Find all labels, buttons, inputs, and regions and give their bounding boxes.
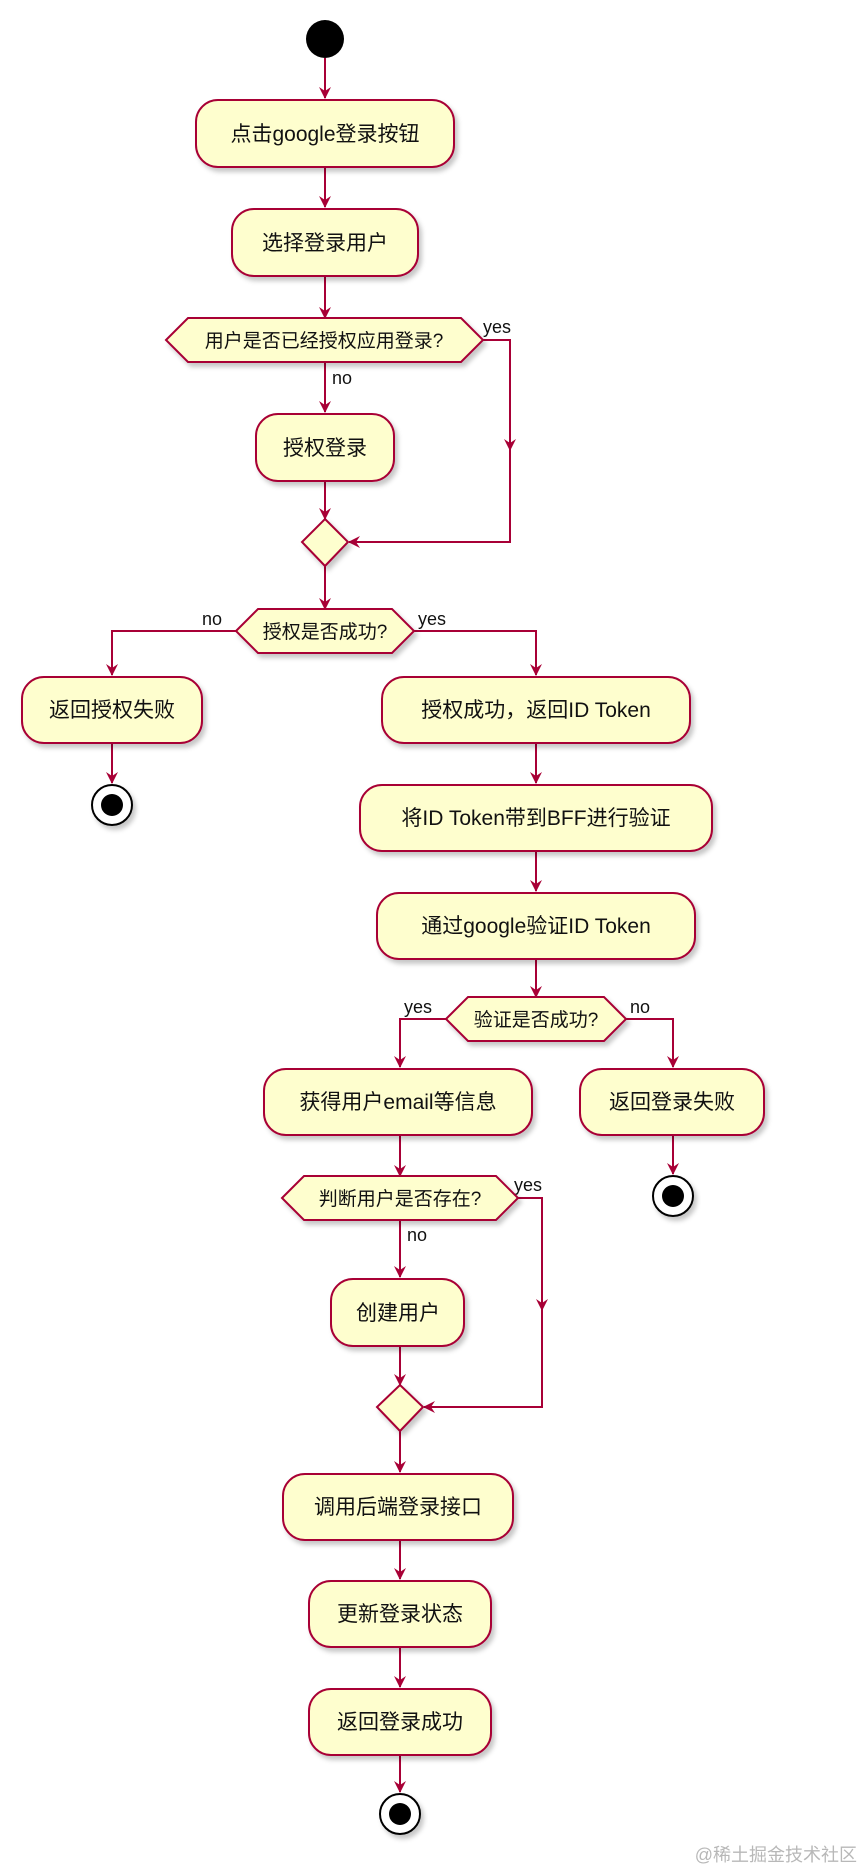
svg-text:点击google登录按钮: 点击google登录按钮 [230,123,419,146]
action-auth-success: 授权成功，返回ID Token [381,676,691,744]
svg-text:更新登录状态: 更新登录状态 [337,1603,463,1626]
label-decision3-no: no [630,997,650,1017]
svg-text:验证是否成功?: 验证是否成功? [474,1009,599,1031]
start-node [306,20,344,58]
edge-decision2-yes [414,630,542,676]
edge-labels: yes no no yes yes no yes no [202,317,650,1245]
action-call-backend: 调用后端登录接口 [282,1473,514,1541]
end-node-final [379,1793,421,1835]
svg-text:获得用户email等信息: 获得用户email等信息 [299,1091,496,1114]
edge-decision3-yes [394,1018,446,1068]
label-decision1-no: no [332,368,352,388]
action-create-user: 创建用户 [330,1278,465,1347]
svg-text:用户是否已经授权应用登录?: 用户是否已经授权应用登录? [205,330,444,352]
action-return-login-success: 返回登录成功 [308,1688,492,1756]
svg-text:创建用户: 创建用户 [356,1302,440,1325]
action-return-login-fail: 返回登录失败 [579,1068,765,1136]
svg-text:授权登录: 授权登录 [283,437,367,460]
svg-text:调用后端登录接口: 调用后端登录接口 [314,1496,482,1519]
label-decision4-yes: yes [514,1175,542,1195]
svg-text:授权是否成功?: 授权是否成功? [263,621,388,643]
action-return-auth-fail: 返回授权失败 [21,676,203,744]
svg-text:返回登录成功: 返回登录成功 [337,1711,463,1734]
label-decision1-yes: yes [483,317,511,337]
edge-decision1-yes-to-merge1 [348,450,511,548]
action-update-state: 更新登录状态 [308,1580,492,1648]
action-choose-user: 选择登录用户 [231,208,419,277]
label-decision4-no: no [407,1225,427,1245]
decision-authorized-before: 用户是否已经授权应用登录? [164,317,485,363]
decision-verify-success: 验证是否成功? [444,996,628,1042]
action-send-token-bff: 将ID Token带到BFF进行验证 [359,784,713,852]
edge-decision1-yes [483,339,511,450]
svg-text:选择登录用户: 选择登录用户 [262,232,388,255]
merge-diamond-1 [300,517,350,568]
decision-user-exists: 判断用户是否存在? [280,1175,520,1221]
edge-decision3-no [626,1018,679,1068]
action-get-user-info: 获得用户email等信息 [263,1068,533,1136]
label-decision2-no: no [202,609,222,629]
decision-auth-success: 授权是否成功? [234,608,416,654]
svg-text:返回授权失败: 返回授权失败 [49,699,175,722]
svg-text:授权成功，返回ID Token: 授权成功，返回ID Token [421,699,651,722]
label-decision3-yes: yes [404,997,432,1017]
label-decision2-yes: yes [418,609,446,629]
watermark: @稀土掘金技术社区 [695,1845,857,1865]
edge-decision4-yes-to-merge2 [423,1310,543,1413]
svg-text:将ID Token带到BFF进行验证: 将ID Token带到BFF进行验证 [401,807,670,830]
svg-text:返回登录失败: 返回登录失败 [609,1091,735,1114]
svg-text:通过google验证ID Token: 通过google验证ID Token [421,915,651,938]
edges [106,58,679,1793]
edge-decision4-yes-down [518,1197,548,1311]
svg-text:判断用户是否存在?: 判断用户是否存在? [319,1188,482,1210]
action-verify-google: 通过google验证ID Token [376,892,696,960]
action-authorize-login: 授权登录 [255,413,395,482]
merge-diamond-2 [375,1383,425,1433]
end-node-login-fail [652,1175,694,1217]
action-click-google: 点击google登录按钮 [195,99,455,168]
end-node-auth-fail [91,784,133,826]
edge-decision2-no [106,630,236,676]
